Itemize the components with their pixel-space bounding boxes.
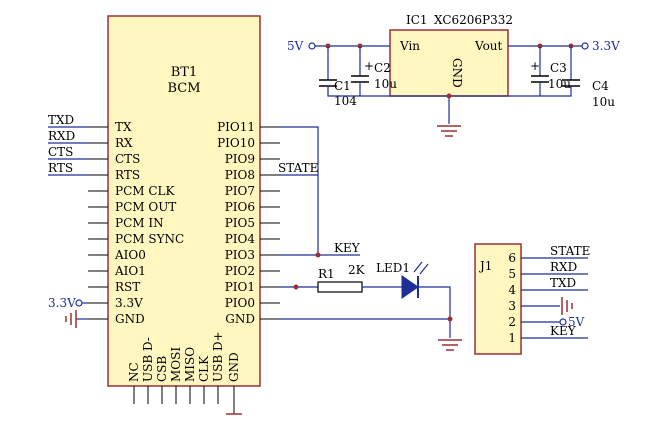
bt-pin-3v3: 3.3V: [115, 296, 143, 310]
led-symbol: [401, 275, 419, 299]
power-port-3v3-reg: [581, 42, 589, 50]
bt-pin-nc: NC: [127, 362, 141, 382]
capacitor-c2-ref: C2: [374, 61, 391, 75]
power-label-5v: 5V: [287, 39, 304, 53]
capacitor-c1-ref: C1: [334, 79, 351, 93]
connector-pin-3: 3: [508, 299, 516, 313]
led-ref: LED1: [376, 261, 410, 275]
regulator-part: XC6206P332: [434, 13, 513, 27]
bt-pin-pio3: PIO3: [225, 248, 255, 262]
bt-pin-aio0: AIO0: [114, 248, 146, 262]
bt-pin-aio1: AIO1: [114, 264, 146, 278]
bt-pin-usb-dminus: USB D-: [141, 337, 155, 382]
bt-pin-pio4: PIO4: [225, 232, 256, 246]
capacitor-c3-value: 10u: [548, 77, 571, 91]
bt-pin-pio6: PIO6: [225, 200, 255, 214]
bt-pin-gnd-left: GND: [115, 312, 145, 326]
connector-net-5v: 5V: [568, 315, 585, 329]
bt-pin-clk: CLK: [197, 355, 211, 382]
bt-pin-pio8: PIO8: [225, 168, 255, 182]
connector-j1: [474, 243, 522, 355]
connector-net-key: KEY: [550, 324, 577, 338]
bt-pin-rst: RST: [115, 280, 140, 294]
power-port-5v-connector: [559, 318, 567, 326]
net-label-rxd-left: RXD: [48, 129, 75, 143]
power-label-3v3-reg: 3.3V: [592, 39, 620, 53]
connector-pin-5: 5: [508, 267, 516, 281]
bt-pin-gnd-right: GND: [225, 312, 255, 326]
bt-module-ref: BT1: [171, 65, 198, 80]
bt-pin-pio11: PIO11: [217, 120, 255, 134]
bt-pin-usb-dplus: USB D+: [211, 331, 225, 382]
power-label-3v3-left: 3.3V: [48, 296, 76, 310]
led-light-arrow-2: [419, 263, 429, 275]
capacitor-c4-ref: C4: [592, 79, 609, 93]
resistor-r1-ref: R1: [318, 267, 335, 281]
regulator-ic1: [389, 29, 509, 97]
regulator-pin-vout: Vout: [474, 39, 503, 53]
connector-pin-2: 2: [508, 315, 516, 329]
bt-pin-csb: CSB: [155, 356, 169, 382]
connector-pin-1: 1: [508, 331, 516, 345]
ground-symbol-led: [438, 339, 462, 351]
net-label-state-bt: STATE: [278, 161, 318, 175]
bt-pin-rts: RTS: [115, 168, 140, 182]
bt-pin-pcm-in: PCM IN: [115, 216, 164, 230]
net-label-rts-left: RTS: [48, 161, 73, 175]
bt-pin-pio1: PIO1: [225, 280, 255, 294]
bt-pin-pio2: PIO2: [225, 264, 255, 278]
resistor-r1-value: 2K: [348, 263, 366, 277]
connector-net-txd: TXD: [550, 276, 576, 290]
net-label-txd-left: TXD: [48, 113, 74, 127]
resistor-r1: [317, 281, 363, 293]
bt-pin-pio5: PIO5: [225, 216, 255, 230]
capacitor-c3-ref: C3: [550, 61, 567, 75]
regulator-ref: IC1: [406, 13, 428, 27]
bt-pin-pio7: PIO7: [225, 184, 255, 198]
bt-pin-pio9: PIO9: [225, 152, 255, 166]
led-light-arrow-1: [413, 261, 423, 273]
power-port-5v: [308, 42, 316, 50]
capacitor-c2-value: 10u: [374, 77, 397, 91]
bt-pin-gnd-bottom: GND: [227, 352, 241, 382]
connector-j1-ref: J1: [478, 259, 492, 273]
ground-symbol-connector: [561, 297, 573, 315]
svg-text:+: +: [530, 59, 540, 73]
bt-pin-rx: RX: [115, 136, 133, 150]
bt-pin-pcm-clk: PCM CLK: [115, 184, 176, 198]
bt-pin-pcm-sync: PCM SYNC: [115, 232, 184, 246]
capacitor-c4-value: 10u: [592, 95, 615, 109]
svg-text:+: +: [364, 59, 374, 73]
bt-module-body: [107, 15, 261, 387]
bt-pin-mosi: MOSI: [169, 347, 183, 382]
regulator-pin-gnd: GND: [450, 58, 464, 88]
connector-net-state: STATE: [550, 244, 590, 258]
bt-module-name: BCM: [167, 81, 200, 96]
bt-pin-pcm-out: PCM OUT: [115, 200, 176, 214]
power-port-3v3-left: [75, 299, 83, 307]
capacitor-c1-value: 104: [334, 94, 357, 108]
ground-symbol-left: [65, 310, 77, 328]
bt-pin-pio0: PIO0: [225, 296, 255, 310]
connector-net-rxd: RXD: [550, 260, 577, 274]
bt-pin-tx: TX: [115, 120, 132, 134]
bt-pin-cts: CTS: [115, 152, 140, 166]
connector-pin-6: 6: [508, 251, 516, 265]
regulator-pin-vin: Vin: [399, 39, 420, 53]
net-label-cts-left: CTS: [48, 145, 73, 159]
bt-pin-pio10: PIO10: [217, 136, 255, 150]
net-label-key-bt: KEY: [334, 241, 361, 255]
ground-symbol-regulator: [437, 125, 461, 137]
bt-pin-miso: MISO: [183, 347, 197, 382]
connector-pin-4: 4: [508, 283, 516, 297]
